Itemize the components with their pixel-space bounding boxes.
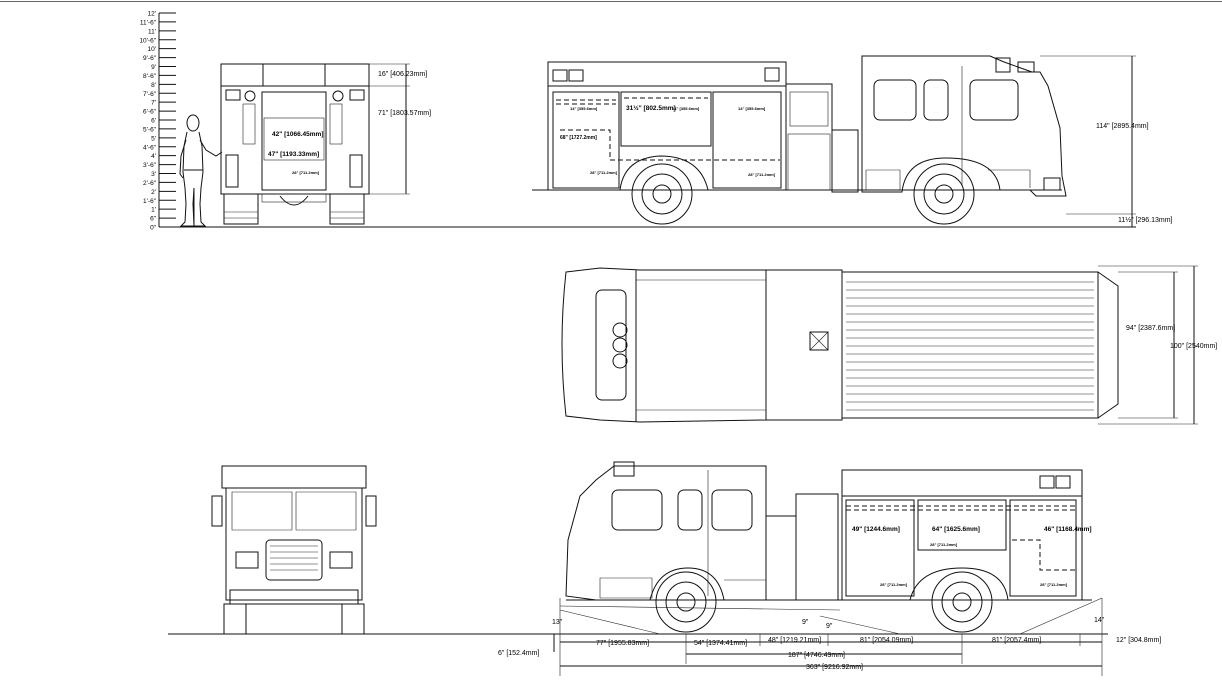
side-bottom-small-3: 28" [711.2mm] — [1040, 582, 1068, 587]
dim-81a: 81" [2054.09mm] — [860, 637, 913, 644]
rear-dim-top: 16" [406.23mm] — [378, 71, 427, 78]
plan-dim-width-outer: 100" [2540mm] — [1170, 343, 1217, 350]
ruler-tick-label: 5'-6" — [143, 126, 157, 133]
ruler-tick-label: 6' — [151, 118, 156, 125]
rear-dim-small: 28" [711.2mm] — [292, 170, 320, 175]
ruler-tick-label: 6'-6" — [143, 109, 157, 116]
human-scale-figure — [179, 114, 223, 227]
ruler-tick-label: 4'-6" — [143, 144, 157, 151]
rear-dim-compartment-width: 42" [1066.45mm] — [272, 131, 324, 138]
ruler-tick-label: 8'-6" — [143, 73, 157, 80]
plan-view: 94" [2387.6mm] 100" [2540mm] — [561, 265, 1217, 425]
dim-81b: 81" [2057.4mm] — [992, 637, 1041, 644]
side-bottom-comp-1: 49" [1244.6mm] — [852, 526, 900, 533]
ruler-tick-label: 4' — [151, 153, 156, 160]
front-view — [211, 465, 377, 635]
side-dim-overall-height: 114" [2895.4mm] — [1096, 123, 1149, 130]
ruler-tick-label: 8' — [151, 82, 156, 89]
side-top-comp-4: 14" [355.6mm] — [738, 106, 766, 111]
dim-14: 14" — [1094, 617, 1105, 624]
ruler-tick-label: 7'-6" — [143, 91, 157, 98]
rear-dim-compartment-width-2: 47" [1193.33mm] — [268, 151, 319, 158]
dim-187: 187" [4746.49mm] — [788, 652, 845, 659]
rear-view: 16" [406.23mm] 71" [1803.57mm] 42" [1066… — [220, 63, 431, 225]
dim-9a: 9" — [802, 619, 809, 626]
side-bottom-comp-2: 64" [1625.6mm] — [932, 526, 980, 533]
ruler-tick-label: 5' — [151, 135, 156, 142]
dim-77: 77" [1955.83mm] — [596, 640, 649, 647]
ruler-tick-label: 10'-6" — [139, 37, 156, 44]
ruler-tick-label: 9' — [151, 64, 156, 71]
dim-13: 13" — [552, 619, 563, 626]
ruler-tick-label: 11'-6" — [140, 19, 157, 26]
side-top-dim-68: 68" [1727.2mm] — [560, 135, 597, 141]
rear-dim-height: 71" [1803.57mm] — [378, 110, 431, 117]
side-bottom-small-1: 28" [711.2mm] — [930, 542, 958, 547]
ruler-tick-label: 3'-6" — [143, 162, 157, 169]
ruler-tick-label: 1' — [151, 207, 156, 214]
side-top-comp-3: 14" [355.6mm] — [672, 106, 700, 111]
ruler-tick-label: 12' — [148, 11, 156, 18]
side-bottom-small-2: 28" [711.2mm] — [880, 582, 908, 587]
dim-6: 6" [152.4mm] — [498, 650, 539, 657]
side-view-left: 49" [1244.6mm] 64" [1625.6mm] 46" [1168.… — [498, 461, 1161, 676]
ruler-tick-label: 0" — [150, 225, 157, 232]
dim-12: 12" [304.8mm] — [1116, 637, 1161, 644]
side-bottom-comp-3: 46" [1168.4mm] — [1044, 526, 1092, 533]
side-top-dim-28b: 28" [711.2mm] — [748, 172, 776, 177]
height-ruler: 12'11'-6" 11' 10'-6" 10' 9'-6" 9' 8'-6" 8' 7'-6"… — [139, 11, 176, 232]
side-top-comp-1: 14" [355.6mm] — [570, 106, 598, 111]
side-dim-ground-clearance: 11½" [296.13mm] — [1118, 216, 1173, 224]
side-top-comp-2: 31½" [802.5mm] — [626, 104, 676, 112]
plan-dim-width-inner: 94" [2387.6mm] — [1126, 325, 1175, 332]
ruler-tick-label: 9'-6" — [143, 55, 157, 62]
ruler-tick-label: 11' — [148, 28, 156, 35]
ruler-tick-label: 10' — [148, 46, 156, 53]
ruler-tick-label: 6" — [150, 216, 157, 223]
ruler-tick-label: 2' — [151, 189, 156, 196]
ruler-tick-label: 1'-6" — [143, 198, 157, 205]
side-view-right: 14" [355.6mm] 31½" [802.5mm] 14" [355.6m… — [532, 55, 1173, 227]
ruler-tick-label: 7' — [151, 100, 156, 107]
side-top-dim-28a: 28" [711.2mm] — [590, 170, 618, 175]
dim-9b: 9" — [826, 623, 833, 630]
dim-363: 363" [9216.92mm] — [806, 664, 863, 671]
dim-48: 48" [1219.21mm] — [768, 637, 821, 644]
ruler-tick-label: 3' — [151, 171, 156, 178]
ruler-tick-label: 2'-6" — [143, 180, 157, 187]
dim-54: 54" [1374.41mm] — [694, 640, 747, 647]
